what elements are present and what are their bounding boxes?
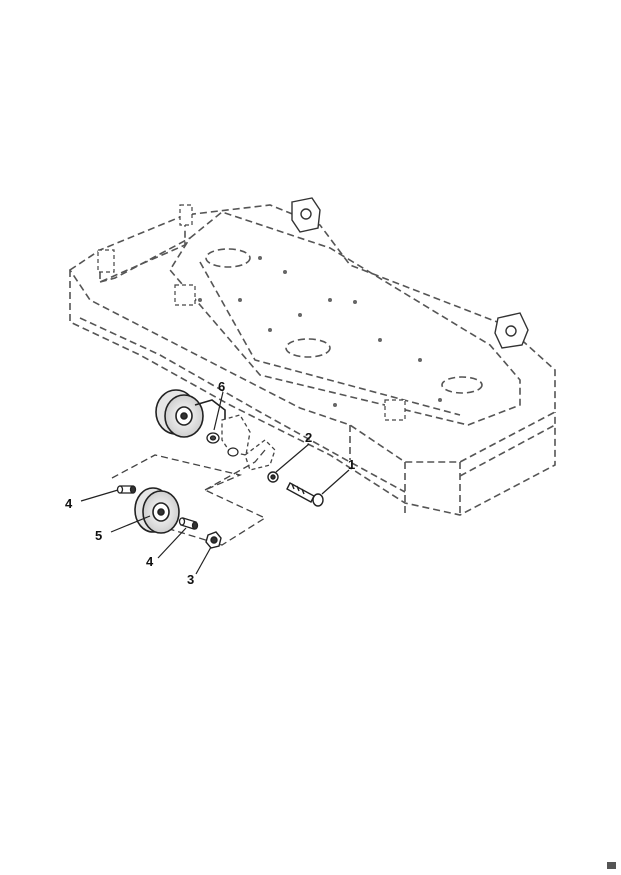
page-corner-marker [607,862,616,869]
callout-2: 2 [305,430,312,445]
leader-lines [80,391,350,575]
part-5-wheel [134,487,180,534]
callout-6: 6 [218,379,225,394]
part-3-nut [205,531,222,549]
exploded-group-outline [111,449,267,546]
part-1-bolt [286,482,324,507]
callout-3: 3 [187,572,194,587]
part-4-spacer-left [116,485,137,494]
callout-4-right: 4 [146,554,154,569]
deck-idler-brackets [291,197,529,349]
part-4-spacer-right [178,517,199,530]
deck-bolt-holes [198,256,442,407]
mounted-anti-scalp-wheel [155,389,226,438]
mower-deck-phantom [68,204,556,516]
part-2-washer [267,471,279,483]
wheel-mount-plate [221,414,276,471]
callout-5: 5 [95,528,102,543]
deck-brackets [97,204,406,421]
mount-spacer [227,447,239,457]
part-6-locknut [206,432,220,444]
callout-4-left: 4 [65,496,73,511]
callout-1: 1 [348,457,355,472]
